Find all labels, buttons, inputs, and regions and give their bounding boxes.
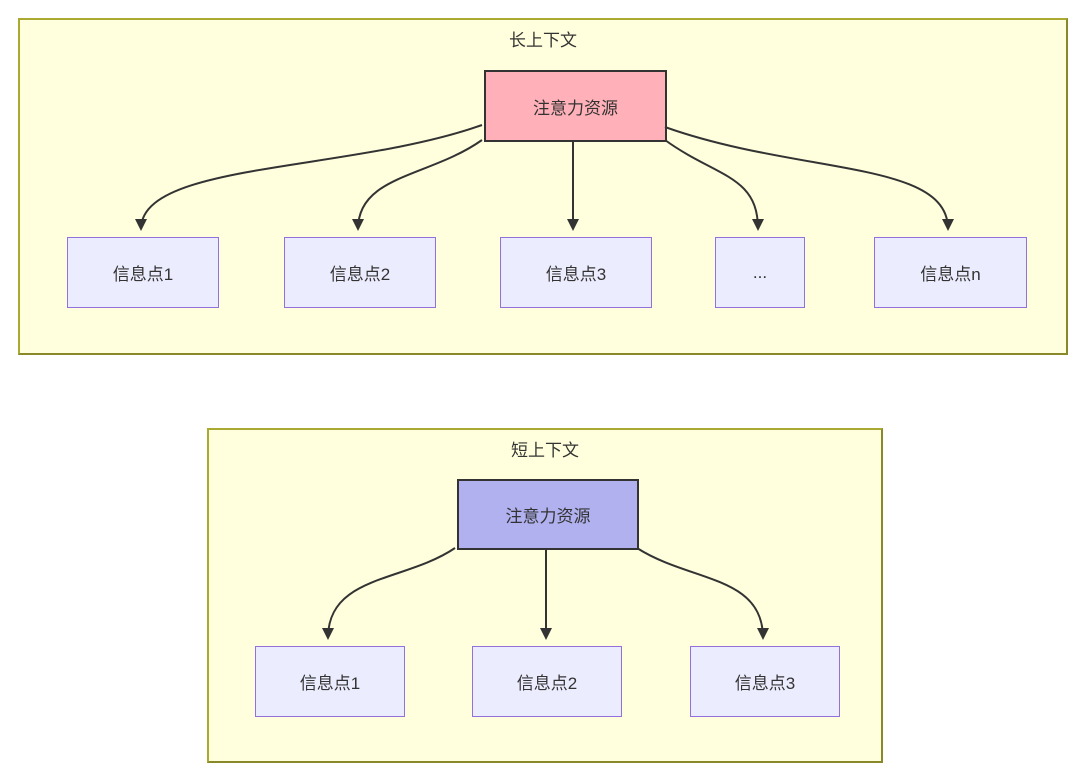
- short-context-container: 短上下文 注意力资源 信息点1 信息点2 信息点3: [207, 428, 883, 763]
- long-context-container: 长上下文 注意力资源 信息点1 信息点2 信息点3 ... 信息点n: [18, 18, 1068, 355]
- info-node-long-ellipsis: ...: [715, 237, 805, 308]
- info-node-short-3: 信息点3: [690, 646, 840, 717]
- long-context-title: 长上下文: [509, 31, 577, 50]
- info-node-short-1: 信息点1: [255, 646, 405, 717]
- info-node-short-2: 信息点2: [472, 646, 622, 717]
- short-context-title: 短上下文: [511, 441, 579, 460]
- info-node-long-2: 信息点2: [284, 237, 436, 308]
- attention-resources-node-short: 注意力资源: [457, 479, 639, 550]
- info-node-long-3: 信息点3: [500, 237, 652, 308]
- info-node-long-1: 信息点1: [67, 237, 219, 308]
- info-node-long-n: 信息点n: [874, 237, 1027, 308]
- attention-resources-node-long: 注意力资源: [484, 70, 667, 142]
